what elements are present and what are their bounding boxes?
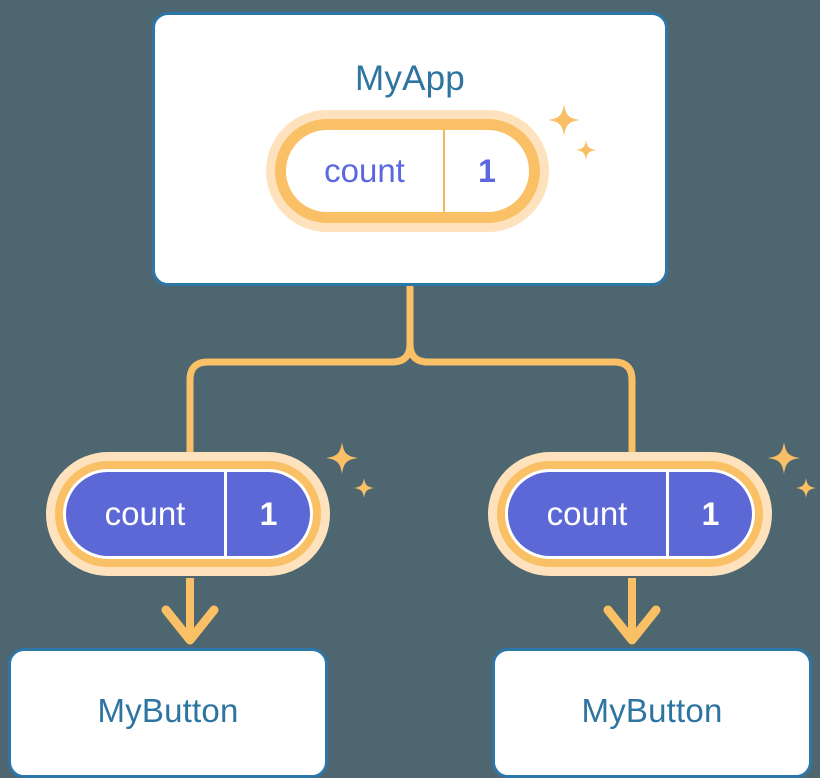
component-card-mybutton-left[interactable]: MyButton (8, 648, 328, 778)
state-pill-myapp[interactable]: count 1 (266, 110, 549, 232)
prop-value: 1 (224, 472, 310, 556)
component-title: MyButton (581, 692, 723, 729)
state-key: count (324, 152, 405, 189)
component-card-mybutton-right[interactable]: MyButton (492, 648, 812, 778)
prop-value: 1 (666, 472, 752, 556)
pill-body: count 1 (286, 130, 529, 212)
component-title: MyButton (97, 692, 239, 729)
arrow-to-mybutton-right (603, 578, 661, 645)
prop-key: count (104, 495, 186, 532)
connector-branch-right (406, 340, 636, 456)
page-title: MyApp (355, 59, 465, 98)
pill-body: count 1 (66, 472, 310, 556)
prop-pill-mybutton-left[interactable]: count 1 (46, 452, 330, 576)
state-value: 1 (443, 130, 529, 212)
prop-key: count (546, 495, 628, 532)
pill-body: count 1 (508, 472, 752, 556)
prop-pill-mybutton-right[interactable]: count 1 (488, 452, 772, 576)
connector-branch-left (186, 340, 414, 456)
arrow-to-mybutton-left (161, 578, 219, 645)
